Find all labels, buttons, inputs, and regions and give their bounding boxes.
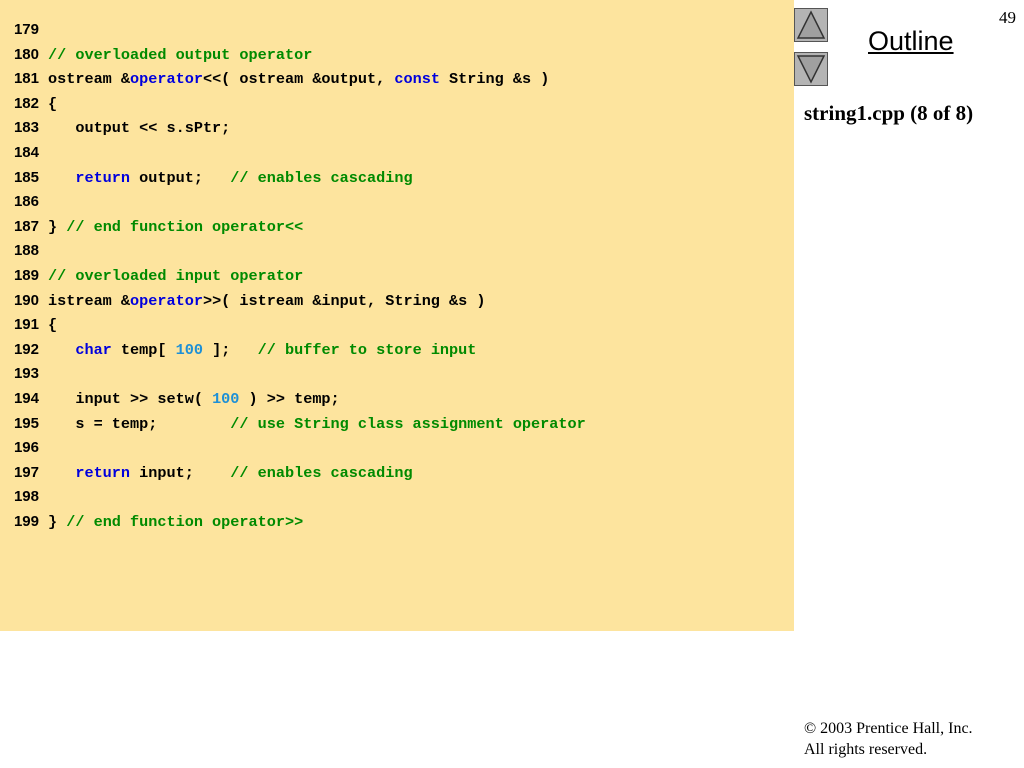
code-token-keyword: return bbox=[75, 168, 131, 187]
code-token-plain: } bbox=[48, 217, 67, 236]
code-token-number: 100 bbox=[212, 389, 240, 408]
code-token-plain: input >> setw( bbox=[48, 389, 213, 408]
next-slide-button[interactable] bbox=[794, 52, 828, 86]
code-token-comment: // buffer to store input bbox=[257, 340, 477, 359]
line-number: 191 bbox=[13, 316, 39, 334]
code-text: output << s.sPtr; bbox=[48, 116, 230, 141]
line-number: 194 bbox=[13, 389, 39, 407]
line-number: 186 bbox=[13, 193, 39, 211]
code-token-plain: ) >> temp; bbox=[239, 389, 340, 408]
line-number: 180 bbox=[13, 45, 39, 63]
copyright-notice: © 2003 Prentice Hall, Inc. All rights re… bbox=[804, 718, 973, 760]
code-token-plain: { bbox=[48, 316, 58, 335]
triangle-down-icon bbox=[796, 55, 826, 84]
code-token-comment: // enables cascading bbox=[230, 168, 413, 187]
code-token-plain: temp[ bbox=[111, 340, 176, 359]
code-token-keyword: char bbox=[75, 340, 112, 359]
copyright-line-2: All rights reserved. bbox=[804, 741, 928, 758]
line-number: 189 bbox=[13, 266, 39, 284]
code-token-plain: >>( istream &input, String &s ) bbox=[202, 291, 486, 310]
previous-slide-button[interactable] bbox=[794, 8, 828, 42]
line-number: 181 bbox=[13, 70, 39, 88]
code-token-comment: // end function operator>> bbox=[66, 512, 304, 531]
code-token-plain: ]; bbox=[202, 340, 258, 359]
line-number: 197 bbox=[13, 463, 39, 481]
line-number: 196 bbox=[13, 439, 39, 457]
code-text: // overloaded input operator bbox=[48, 264, 303, 289]
code-token-comment: // use String class assignment operator bbox=[230, 414, 586, 433]
code-token-plain: input; bbox=[130, 463, 231, 482]
code-token-plain: String &s ) bbox=[439, 70, 550, 89]
code-token-keyword: operator bbox=[130, 291, 203, 310]
code-token-keyword: const bbox=[394, 70, 440, 89]
line-number: 183 bbox=[13, 119, 39, 137]
code-text: // overloaded output operator bbox=[48, 43, 312, 68]
code-text: { bbox=[48, 92, 57, 117]
line-number: 192 bbox=[13, 340, 39, 358]
code-token-plain: output; bbox=[130, 168, 231, 187]
code-token-keyword: operator bbox=[130, 70, 203, 89]
line-number: 198 bbox=[13, 488, 39, 506]
code-token-plain: { bbox=[48, 94, 58, 113]
code-panel: 179 180 // overloaded output operator 181 os… bbox=[0, 0, 794, 631]
code-token-keyword: return bbox=[75, 463, 131, 482]
line-number: 199 bbox=[13, 512, 39, 530]
code-token-plain bbox=[48, 464, 75, 482]
file-caption: string1.cpp (8 of 8) bbox=[804, 101, 974, 125]
code-token-plain bbox=[48, 341, 75, 359]
line-number: 182 bbox=[13, 94, 39, 112]
code-text: ostream &operator<<( ostream &output, co… bbox=[48, 67, 549, 92]
code-text: s = temp; // use String class assignment… bbox=[48, 412, 586, 437]
code-token-plain: output << s.sPtr; bbox=[48, 119, 231, 138]
code-text: } // end function operator<< bbox=[48, 215, 303, 240]
code-token-number: 100 bbox=[175, 340, 203, 359]
code-text: { bbox=[48, 313, 57, 338]
slide-number: 49 bbox=[999, 8, 1016, 27]
code-token-plain: <<( ostream &output, bbox=[202, 70, 395, 89]
code-token-plain bbox=[48, 169, 75, 187]
line-number: 185 bbox=[13, 168, 39, 186]
code-text: return input; // enables cascading bbox=[48, 461, 413, 486]
code-token-comment: // end function operator<< bbox=[66, 217, 304, 236]
code-token-plain: } bbox=[48, 512, 67, 531]
line-number: 187 bbox=[13, 217, 39, 235]
code-text: input >> setw( 100 ) >> temp; bbox=[48, 387, 340, 412]
code-token-plain: s = temp; bbox=[48, 414, 231, 433]
code-text: } // end function operator>> bbox=[48, 510, 303, 535]
triangle-up-icon bbox=[796, 10, 826, 39]
line-number: 188 bbox=[13, 242, 39, 260]
line-number: 184 bbox=[13, 143, 39, 161]
line-number: 195 bbox=[13, 414, 39, 432]
outline-title[interactable]: Outline bbox=[868, 26, 954, 56]
code-token-comment: // overloaded output operator bbox=[48, 45, 313, 64]
code-token-plain: istream & bbox=[48, 291, 131, 310]
code-token-comment: // overloaded input operator bbox=[48, 266, 304, 285]
line-number: 193 bbox=[13, 365, 39, 383]
code-token-comment: // enables cascading bbox=[230, 463, 413, 482]
code-text: return output; // enables cascading bbox=[48, 166, 413, 191]
code-text: istream &operator>>( istream &input, Str… bbox=[48, 289, 486, 314]
code-token-plain: ostream & bbox=[48, 70, 131, 89]
copyright-line-1: © 2003 Prentice Hall, Inc. bbox=[804, 720, 973, 737]
line-number: 179 bbox=[13, 21, 39, 38]
line-number: 190 bbox=[13, 291, 39, 309]
code-text: char temp[ 100 ]; // buffer to store inp… bbox=[48, 338, 476, 363]
